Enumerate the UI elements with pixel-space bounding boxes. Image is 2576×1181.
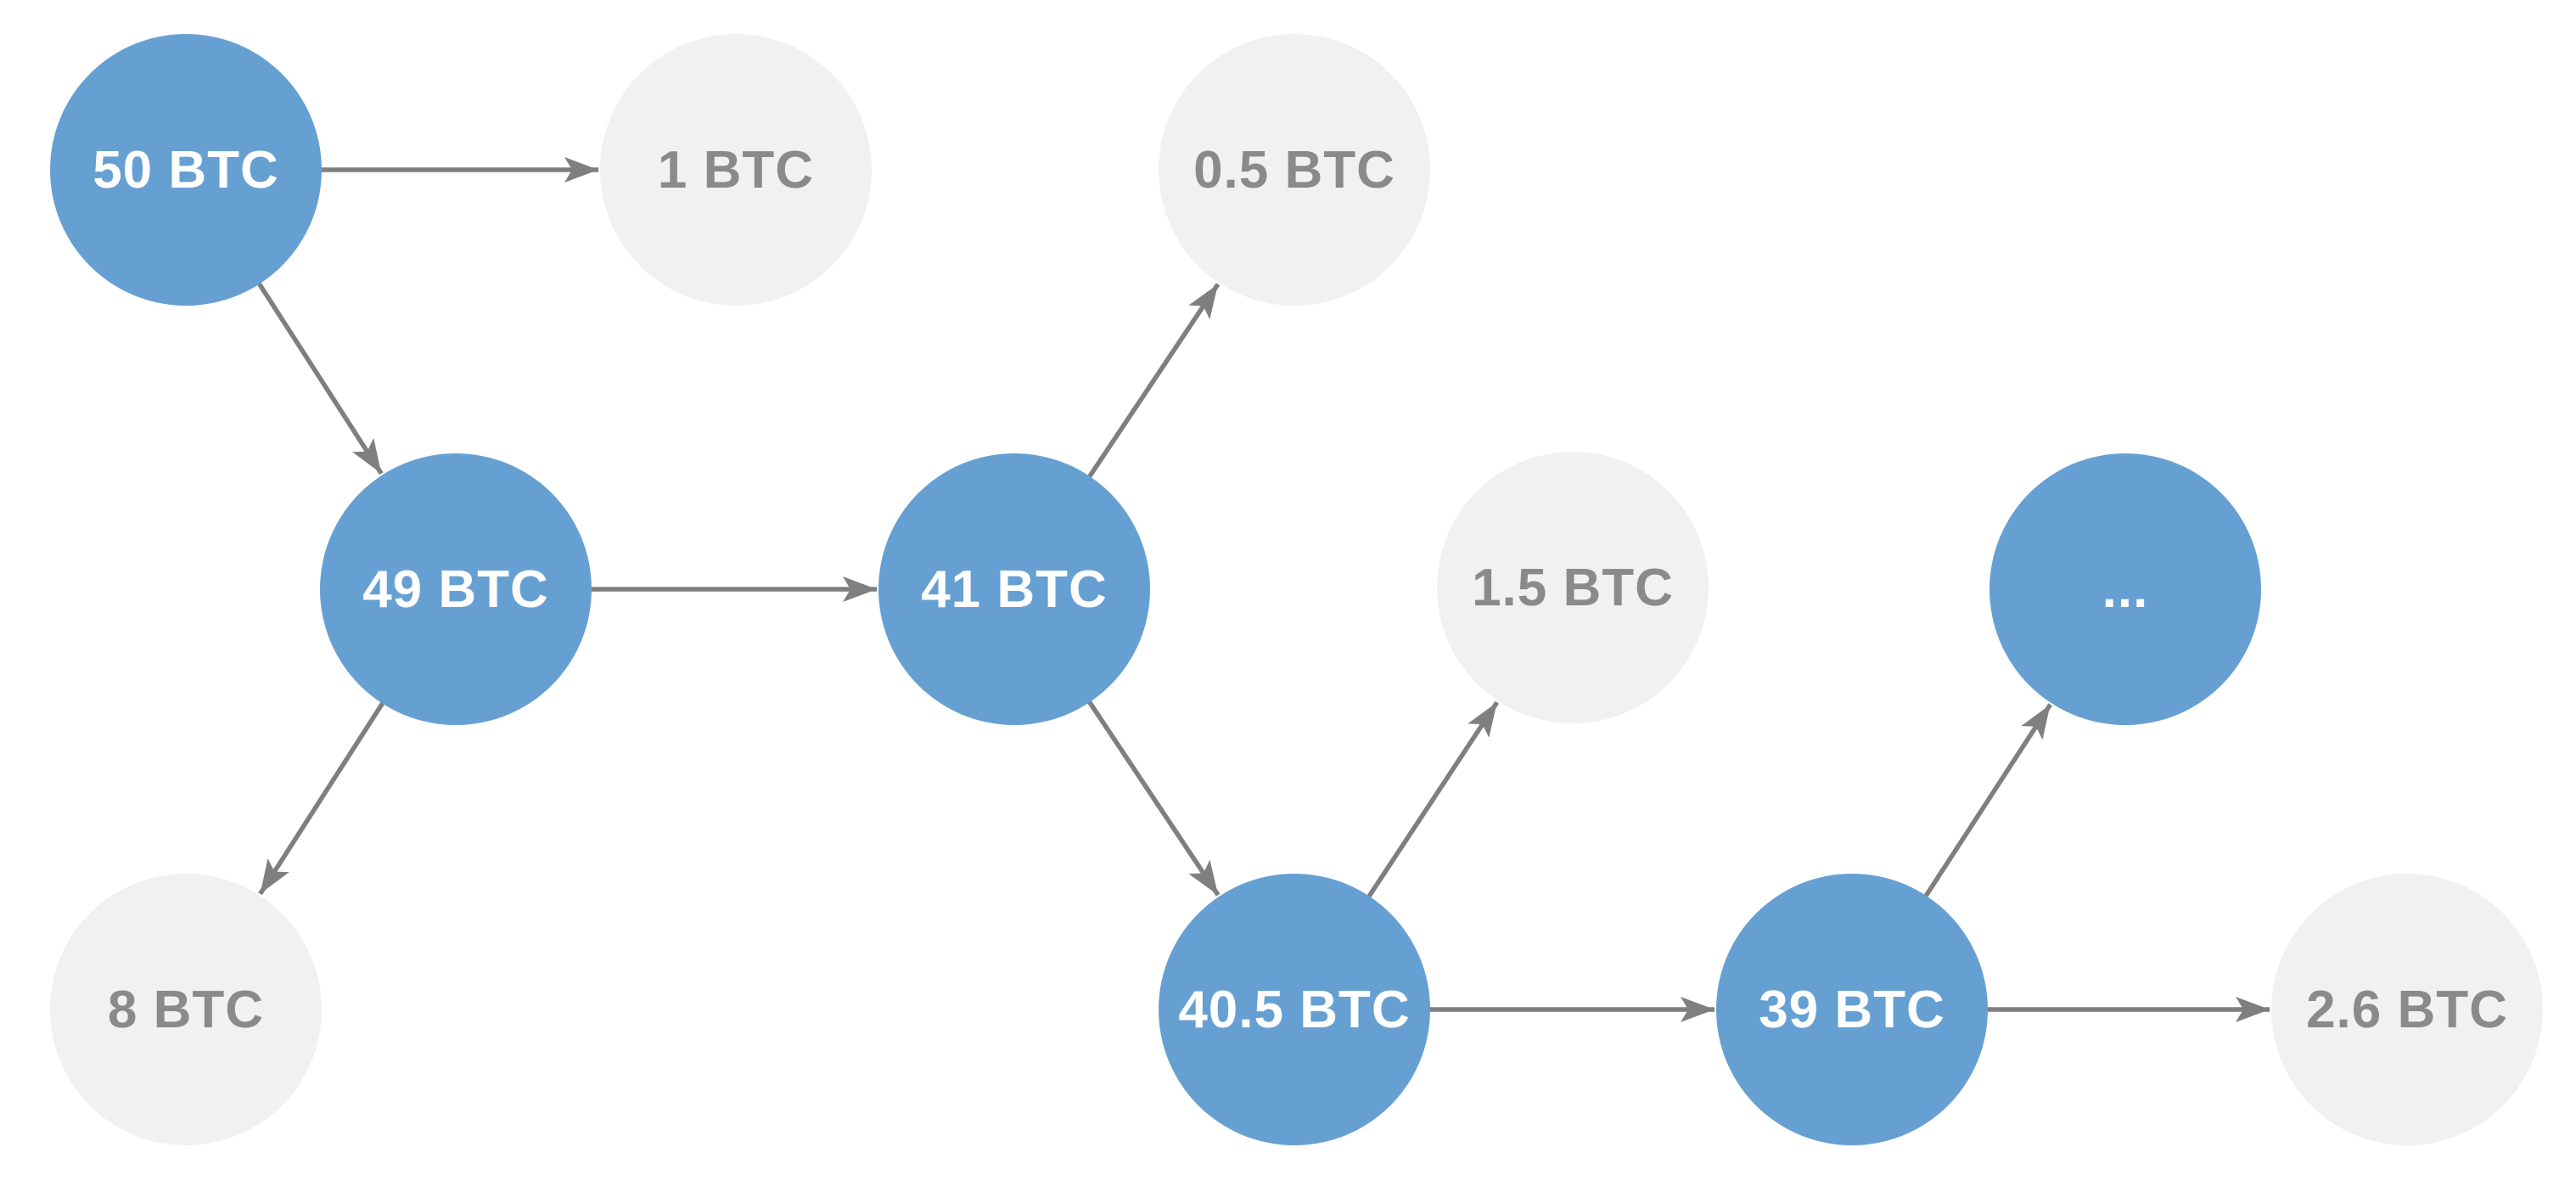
node-50-btc: 50 BTC (50, 34, 322, 306)
node-label-1p5-btc: 1.5 BTC (1472, 558, 1674, 617)
node-1-btc: 1 BTC (600, 34, 872, 306)
node-0p5-btc: 0.5 BTC (1159, 34, 1430, 306)
node-40p5-btc: 40.5 BTC (1159, 874, 1430, 1145)
node-2p6-btc: 2.6 BTC (2271, 874, 2543, 1145)
node-49-btc: 49 BTC (320, 453, 592, 725)
node-ellipsis: ... (1990, 453, 2261, 725)
node-label-2p6-btc: 2.6 BTC (2306, 980, 2508, 1039)
node-1p5-btc: 1.5 BTC (1437, 452, 1709, 723)
node-8-btc: 8 BTC (50, 874, 322, 1145)
node-label-41-btc: 41 BTC (921, 560, 1108, 619)
node-41-btc: 41 BTC (878, 453, 1150, 725)
node-label-40p5-btc: 40.5 BTC (1178, 980, 1411, 1039)
node-label-50-btc: 50 BTC (93, 140, 279, 200)
node-label-0p5-btc: 0.5 BTC (1193, 140, 1395, 200)
node-label-1-btc: 1 BTC (657, 140, 815, 200)
node-label-39-btc: 39 BTC (1759, 980, 1945, 1039)
node-label-ellipsis: ... (2102, 560, 2149, 619)
node-label-49-btc: 49 BTC (362, 560, 549, 619)
node-39-btc: 39 BTC (1716, 874, 1988, 1145)
node-label-8-btc: 8 BTC (107, 980, 265, 1039)
